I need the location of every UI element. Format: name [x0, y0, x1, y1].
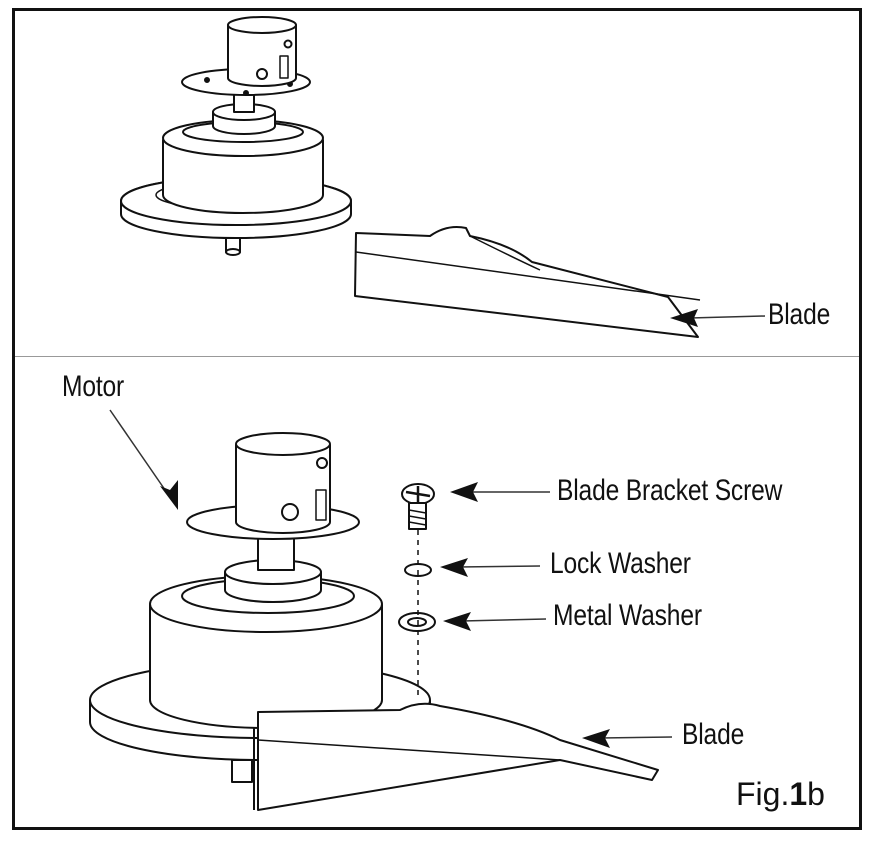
bottom-blade-label: Blade: [682, 718, 745, 751]
figure-suffix: b: [807, 776, 825, 812]
top-blade: [354, 226, 701, 338]
blade-bracket-screw: [401, 483, 435, 530]
top-motor-assembly: [120, 16, 352, 256]
metal-washer: [398, 612, 436, 632]
motor-label: Motor: [62, 370, 125, 403]
figure-caption: Fig.1b: [736, 778, 825, 810]
top-blade-label: Blade: [768, 298, 831, 331]
bottom-blade: [253, 702, 659, 811]
leader-lines: [109, 315, 766, 739]
figure-number: 1: [789, 776, 808, 812]
blade-bracket-screw-label: Blade Bracket Screw: [557, 474, 783, 507]
metal-washer-label: Metal Washer: [553, 599, 702, 632]
arrowheads: [160, 309, 698, 748]
lock-washer-label: Lock Washer: [550, 547, 691, 580]
figure-prefix: Fig.: [736, 776, 790, 812]
panel-divider: [15, 356, 859, 357]
